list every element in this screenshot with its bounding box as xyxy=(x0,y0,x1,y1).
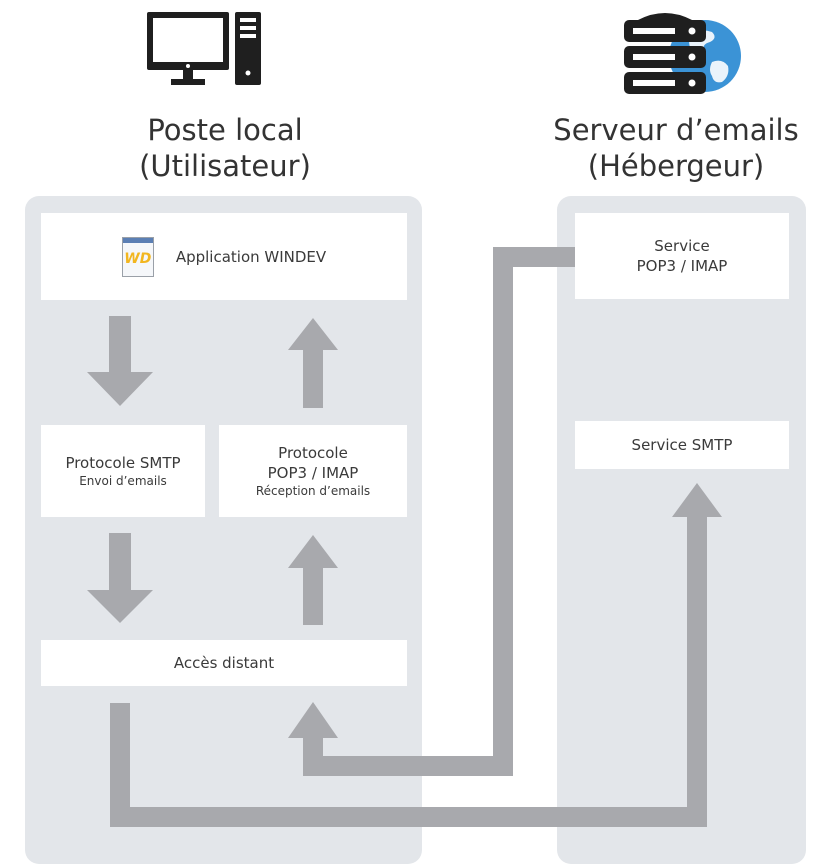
server-pop-service-label-2: POP3 / IMAP xyxy=(636,257,728,275)
server-panel xyxy=(557,196,806,864)
server-title-line1: Serveur d’emails xyxy=(553,113,799,147)
arrow-smtp-to-remote xyxy=(87,533,153,623)
arrow-server-pop-to-remote xyxy=(303,247,575,776)
server-smtp-service-box: Service SMTP xyxy=(575,421,789,469)
pop-protocol-label: Protocole xyxy=(278,443,348,462)
server-pop-service-label: Service xyxy=(654,237,710,255)
server-pop-service-box: Service POP3 / IMAP xyxy=(575,213,789,299)
local-panel xyxy=(25,196,422,864)
arrow-app-to-smtp xyxy=(87,316,153,406)
windev-logo-text: WD xyxy=(124,251,152,267)
pop-protocol-box: Protocole POP3 / IMAP Réception d’emails xyxy=(219,425,407,517)
remote-access-label: Accès distant xyxy=(173,654,275,672)
server-globe-icon xyxy=(624,13,741,94)
local-heading: Poste local (Utilisateur) xyxy=(60,112,390,184)
smtp-protocol-sublabel: Envoi d’emails xyxy=(79,473,167,488)
arrow-pop-to-app xyxy=(288,318,338,408)
smtp-protocol-box: Protocole SMTP Envoi d’emails xyxy=(41,425,205,517)
smtp-protocol-label: Protocole SMTP xyxy=(65,453,181,472)
app-label: Application WINDEV xyxy=(175,247,327,266)
server-title-line2: (Hébergeur) xyxy=(587,149,765,183)
pop-protocol-label-2: POP3 / IMAP xyxy=(267,463,359,482)
server-smtp-service-label: Service SMTP xyxy=(631,436,733,454)
local-title-line1: Poste local xyxy=(147,113,303,147)
pop-protocol-sublabel: Réception d’emails xyxy=(255,483,371,498)
local-title-line2: (Utilisateur) xyxy=(139,149,311,183)
desktop-computer-icon xyxy=(147,12,261,85)
arrow-remote-to-server-smtp xyxy=(110,514,707,827)
app-windev-box: WD Application WINDEV xyxy=(41,213,407,300)
remote-access-box: Accès distant xyxy=(41,640,407,686)
windev-logo-icon: WD xyxy=(121,236,154,277)
arrow-remote-to-pop xyxy=(288,535,338,625)
server-heading: Serveur d’emails (Hébergeur) xyxy=(535,112,817,184)
